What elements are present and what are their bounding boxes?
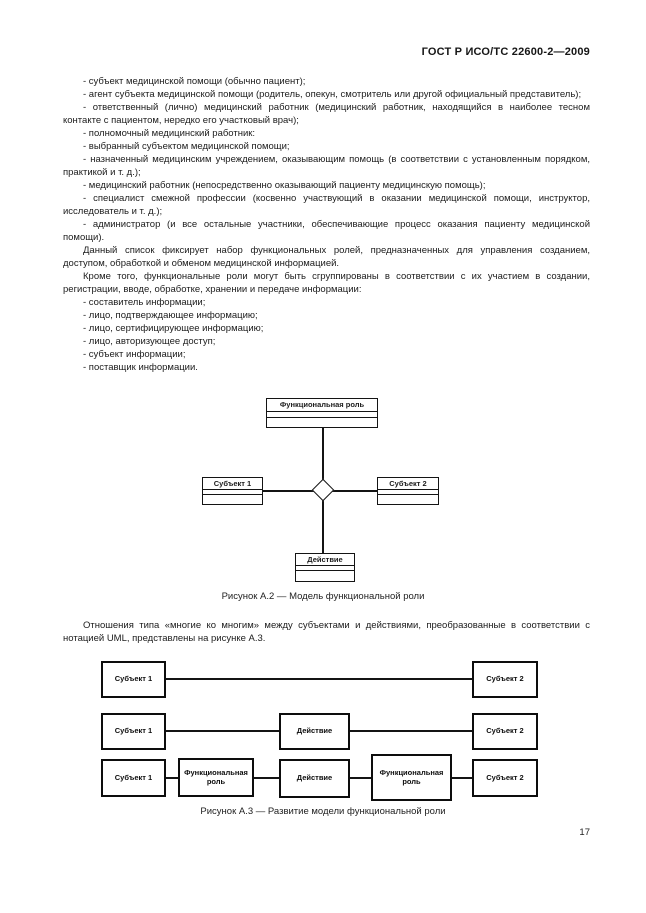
figure-a2-caption: Рисунок А.2 — Модель функциональной роли (221, 591, 425, 602)
list-item: - ответственный (лично) медицинский рабо… (63, 102, 590, 126)
body-text-block: - субъект медицинской помощи (обычно пац… (63, 75, 590, 374)
box-subject-2: Субъект 2 (472, 661, 538, 698)
list-item: - назначенный медицинским учреждением, о… (63, 154, 590, 178)
uml-compartment (203, 495, 262, 504)
uml-compartment (267, 418, 377, 427)
uml-compartment (296, 566, 354, 571)
page-number: 17 (579, 827, 590, 838)
list-item: - выбранный субъектом медицинской помощи… (83, 141, 290, 152)
box-subject-1: Субъект 1 (101, 759, 166, 797)
paragraph: Кроме того, функциональные роли могут бы… (63, 271, 590, 295)
uml-class-title: Функциональная роль (267, 399, 377, 412)
uml-class-title: Субъект 1 (203, 478, 262, 490)
uml-class-action: Действие (295, 553, 355, 582)
list-item: - администратор (и все остальные участни… (63, 219, 590, 243)
list-item: - медицинский работник (непосредственно … (83, 180, 486, 191)
connector-line (322, 428, 324, 484)
list-item: - поставщик информации. (83, 362, 198, 373)
list-item: - субъект информации; (83, 349, 186, 360)
uml-class-subject-2: Субъект 2 (377, 477, 439, 505)
paragraph: Данный список фиксирует набор функционал… (63, 245, 590, 269)
box-action: Действие (279, 759, 350, 798)
box-functional-role-2: Функциональная роль (371, 754, 452, 801)
list-item: - лицо, сертифицирующее информацию; (83, 323, 264, 334)
connector-line (166, 777, 178, 779)
paragraph: Отношения типа «многие ко многим» между … (63, 620, 590, 644)
uml-compartment (267, 412, 377, 418)
uml-compartment (296, 571, 354, 581)
box-subject-2: Субъект 2 (472, 713, 538, 750)
uml-compartment (378, 490, 438, 495)
connector-line (263, 490, 316, 492)
connector-line (350, 730, 472, 732)
box-action: Действие (279, 713, 350, 750)
list-item: - лицо, подтверждающее информацию; (83, 310, 258, 321)
box-functional-role-1: Функциональная роль (178, 758, 254, 797)
connector-line (166, 678, 472, 680)
connector-line (322, 500, 324, 553)
uml-class-title: Действие (296, 554, 354, 566)
list-item: - составитель информации; (83, 297, 206, 308)
connector-line (254, 777, 279, 779)
list-item: - лицо, авторизующее доступ; (83, 336, 216, 347)
list-item: - агент субъекта медицинской помощи (род… (83, 89, 582, 100)
list-item: - специалист смежной профессии (косвенно… (63, 193, 590, 217)
connector-line (452, 777, 472, 779)
box-subject-1: Субъект 1 (101, 661, 166, 698)
list-item: - субъект медицинской помощи (обычно пац… (83, 76, 306, 87)
uml-compartment (378, 495, 438, 504)
uml-class-functional-role: Функциональная роль (266, 398, 378, 428)
uml-class-title: Субъект 2 (378, 478, 438, 490)
connector-line (166, 730, 279, 732)
box-subject-1: Субъект 1 (101, 713, 166, 750)
figure-a3-caption: Рисунок А.3 — Развитие модели функционал… (200, 806, 446, 817)
uml-class-subject-1: Субъект 1 (202, 477, 263, 505)
box-subject-2: Субъект 2 (472, 759, 538, 797)
document-header-title: ГОСТ Р ИСО/ТС 22600-2—2009 (421, 46, 590, 58)
list-item: - полномочный медицинский работник: (83, 128, 256, 139)
uml-compartment (203, 490, 262, 495)
aggregation-diamond-icon (311, 478, 335, 502)
connector-line (350, 777, 371, 779)
connector-line (330, 490, 377, 492)
